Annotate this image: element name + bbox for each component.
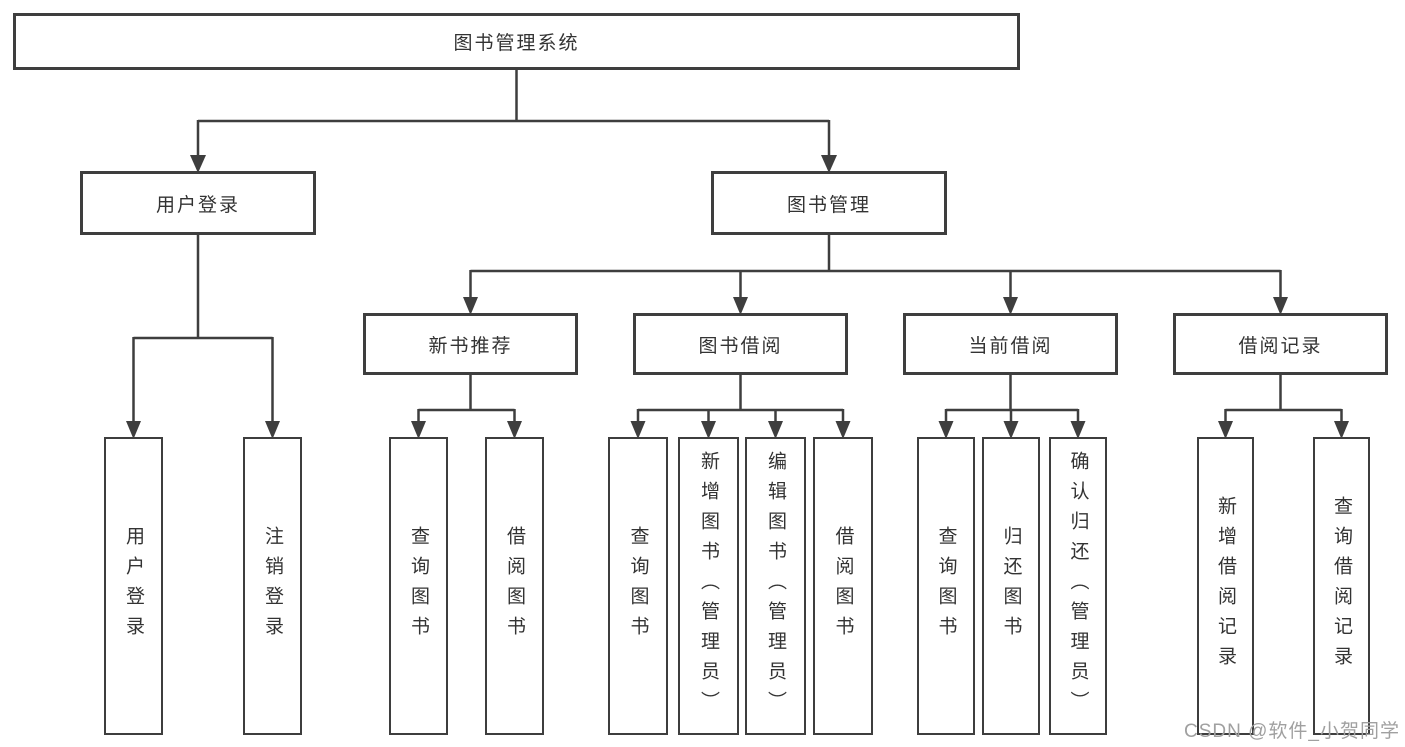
node-borrow-records: 借阅记录 (1173, 313, 1388, 375)
leaf-confirm-return-admin: 确认归还（管理员） (1049, 437, 1107, 735)
node-new-book-recommend: 新书推荐 (363, 313, 578, 375)
leaf-user-login-label: 用户登录 (123, 526, 144, 646)
connector-user-login (126, 235, 280, 439)
leaf-borrow-query-books: 查询图书 (608, 437, 668, 735)
node-current-borrow: 当前借阅 (903, 313, 1118, 375)
leaf-confirm-return-admin-label: 确认归还（管理员） (1067, 451, 1089, 721)
csdn-watermark: CSDN @软件_小贺同学 (1184, 721, 1400, 742)
connector-borrow-records (1218, 375, 1349, 439)
leaf-return-books-label: 归还图书 (1000, 526, 1022, 646)
node-book-borrow: 图书借阅 (633, 313, 848, 375)
node-library-system: 图书管理系统 (13, 13, 1020, 70)
leaf-add-borrow-record: 新增借阅记录 (1197, 437, 1254, 735)
leaf-edit-books-admin-label: 编辑图书（管理员） (765, 451, 786, 721)
connector-current-borrow (938, 375, 1086, 439)
leaf-query-borrow-record: 查询借阅记录 (1313, 437, 1370, 735)
leaf-query-borrow-record-label: 查询借阅记录 (1331, 496, 1352, 676)
connector-new-book-recommend (411, 375, 522, 439)
leaf-add-books-admin: 新增图书（管理员） (678, 437, 739, 735)
leaf-user-login: 用户登录 (104, 437, 163, 735)
node-user-login: 用户登录 (80, 171, 316, 235)
leaf-edit-books-admin: 编辑图书（管理员） (745, 437, 806, 735)
node-book-management: 图书管理 (711, 171, 947, 235)
leaf-return-books: 归还图书 (982, 437, 1040, 735)
leaf-logout-label: 注销登录 (262, 526, 283, 646)
leaf-borrow-books: 借阅图书 (813, 437, 873, 735)
connector-book-borrow (630, 375, 851, 439)
leaf-recommend-borrow-books: 借阅图书 (485, 437, 544, 735)
leaf-borrow-query-books-label: 查询图书 (627, 526, 649, 646)
leaf-recommend-query-books-label: 查询图书 (408, 526, 429, 646)
leaf-current-query-books: 查询图书 (917, 437, 975, 735)
leaf-borrow-books-label: 借阅图书 (832, 526, 854, 646)
leaf-recommend-query-books: 查询图书 (389, 437, 448, 735)
leaf-add-borrow-record-label: 新增借阅记录 (1215, 496, 1236, 676)
connector-root (190, 70, 837, 173)
leaf-logout: 注销登录 (243, 437, 302, 735)
leaf-recommend-borrow-books-label: 借阅图书 (504, 526, 525, 646)
connector-book-management (463, 235, 1288, 315)
leaf-current-query-books-label: 查询图书 (935, 526, 957, 646)
leaf-add-books-admin-label: 新增图书（管理员） (698, 451, 719, 721)
